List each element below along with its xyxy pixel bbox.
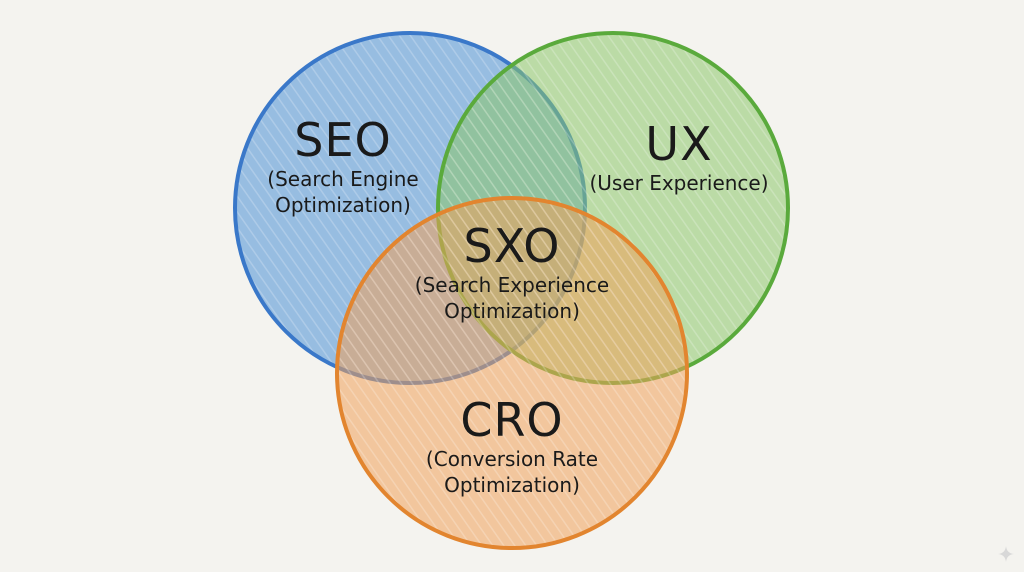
label-ux: UX (User Experience) bbox=[589, 118, 768, 196]
circle-cro bbox=[335, 196, 689, 550]
seo-title: SEO bbox=[294, 113, 392, 167]
cro-subtitle-line-2: Optimization) bbox=[444, 473, 580, 497]
label-seo: SEO (Search Engine Optimization) bbox=[267, 114, 418, 218]
sparkle-icon bbox=[998, 546, 1014, 562]
cro-subtitle-line-1: (Conversion Rate bbox=[425, 447, 599, 471]
label-sxo: SXO (Search Experience Optimization) bbox=[415, 220, 609, 324]
ux-subtitle-line-1: (User Experience) bbox=[589, 171, 769, 195]
sxo-subtitle-line-2: Optimization) bbox=[444, 299, 580, 323]
cro-title: CRO bbox=[460, 393, 564, 447]
ux-title: UX bbox=[645, 117, 713, 171]
seo-subtitle-line-1: (Search Engine bbox=[267, 167, 419, 191]
label-cro: CRO (Conversion Rate Optimization) bbox=[426, 394, 598, 498]
sxo-title: SXO bbox=[463, 219, 561, 273]
sxo-subtitle-line-1: (Search Experience bbox=[414, 273, 610, 297]
seo-subtitle-line-2: Optimization) bbox=[275, 193, 411, 217]
